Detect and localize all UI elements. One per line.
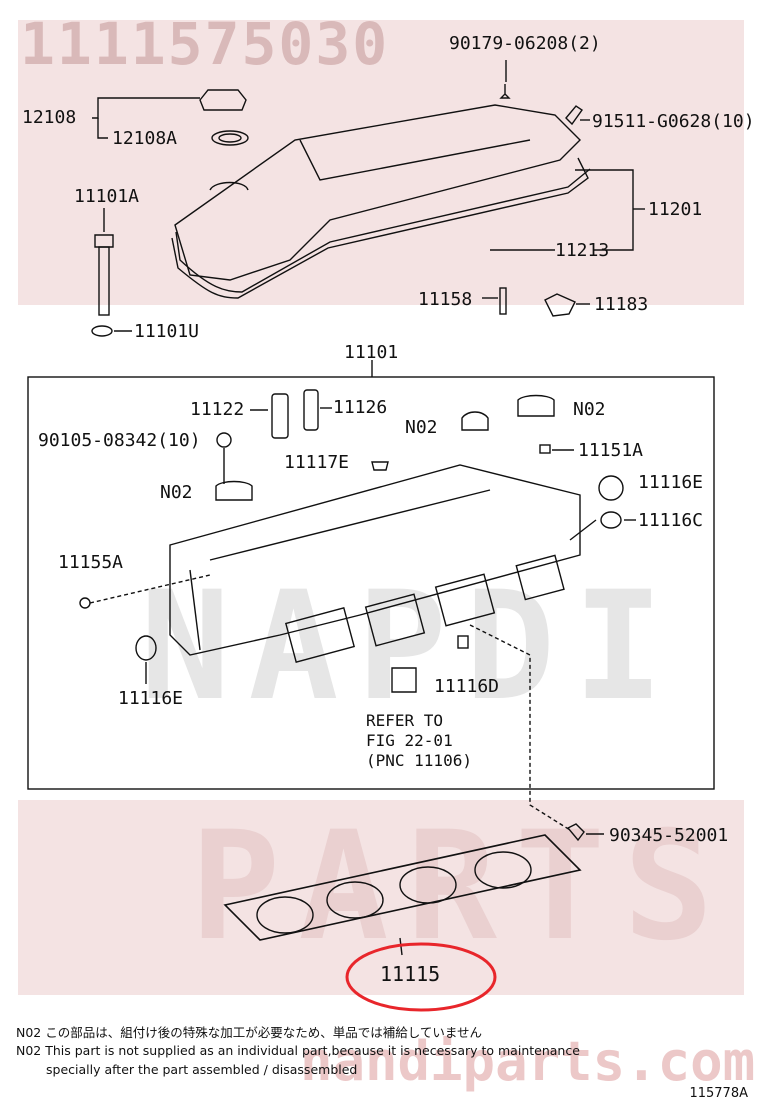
label-11116D: 11116D <box>434 676 500 697</box>
label-11126: 11126 <box>333 397 388 418</box>
oil-seal-icon <box>371 461 389 471</box>
bearing-cap-icon <box>461 411 489 431</box>
label-11101A: 11101A <box>74 186 140 207</box>
washer-11101U-icon <box>91 325 113 337</box>
stud-icon <box>499 287 507 315</box>
note-en-1: N02 This part is not supplied as an indi… <box>16 1043 580 1058</box>
head-gasket-icon <box>223 834 582 941</box>
label-90345: 90345-52001 <box>609 825 729 846</box>
valve-guide-icon <box>271 393 289 439</box>
watermark-part-number: 1111575030 <box>20 10 390 78</box>
valve-lifter-icon <box>391 667 417 693</box>
label-11201: 11201 <box>648 199 703 220</box>
cylinder-head-icon <box>169 464 581 656</box>
refer-line-2: FIG 22-01 <box>366 731 453 750</box>
cylinder-head-frame <box>27 376 715 790</box>
highlight-ellipse <box>345 942 497 1012</box>
label-12108A: 12108A <box>112 128 178 149</box>
bolt-90345-icon <box>566 823 585 842</box>
bracket-11183-icon <box>544 293 576 317</box>
label-90105: 90105-08342(10) <box>38 430 201 451</box>
label-11116E-right: 11116E <box>638 472 704 493</box>
label-11158: 11158 <box>418 289 473 310</box>
oil-filler-cap-icon <box>199 89 247 111</box>
watermark-brand-low: PARTS <box>190 800 732 974</box>
valve-cover-icon <box>174 104 581 281</box>
label-90179: 90179-06208(2) <box>449 33 601 54</box>
note-jp: N02 この部品は、組付け後の特殊な加工が必要なため、単品では補給していません <box>16 1025 482 1040</box>
label-91511: 91511-G0628(10) <box>592 111 755 132</box>
watermark-band-bottom <box>18 800 744 995</box>
label-11151A: 11151A <box>578 440 644 461</box>
label-11116E-left: 11116E <box>118 688 184 709</box>
plug-11116E-left-icon <box>135 635 157 661</box>
note-en-2: specially after the part assembled / dis… <box>46 1062 358 1077</box>
watermark-site: nandiparts.com <box>300 1030 756 1093</box>
plug-11116E-icon <box>598 475 624 501</box>
watermark-band-top <box>18 20 744 305</box>
refer-line-1: REFER TO <box>366 711 444 730</box>
label-12108: 12108 <box>22 107 77 128</box>
plug-11116C-icon <box>600 511 622 529</box>
label-11116C: 11116C <box>638 510 704 531</box>
label-11117E: 11117E <box>284 452 350 473</box>
label-n02-b: N02 <box>573 399 606 420</box>
label-11101U: 11101U <box>134 321 200 342</box>
bolt-90179-icon <box>499 84 511 99</box>
label-n02-c: N02 <box>160 482 193 503</box>
label-11115: 11115 <box>380 962 441 986</box>
cap-gasket-icon <box>211 130 249 146</box>
refer-line-3: (PNC 11106) <box>366 751 472 770</box>
valve-cover-gasket-icon <box>171 157 589 299</box>
figure-id: 115778A <box>689 1086 748 1101</box>
label-n02-a: N02 <box>405 417 438 438</box>
label-11155A: 11155A <box>58 552 124 573</box>
label-11183: 11183 <box>594 294 649 315</box>
plug-11116D-icon <box>457 635 469 649</box>
label-11213: 11213 <box>555 240 610 261</box>
plug-90105-icon <box>216 432 232 448</box>
bolt-91511-icon <box>565 105 583 126</box>
head-bolt-icon <box>94 234 114 248</box>
label-11101: 11101 <box>344 342 399 363</box>
label-11122: 11122 <box>190 399 245 420</box>
